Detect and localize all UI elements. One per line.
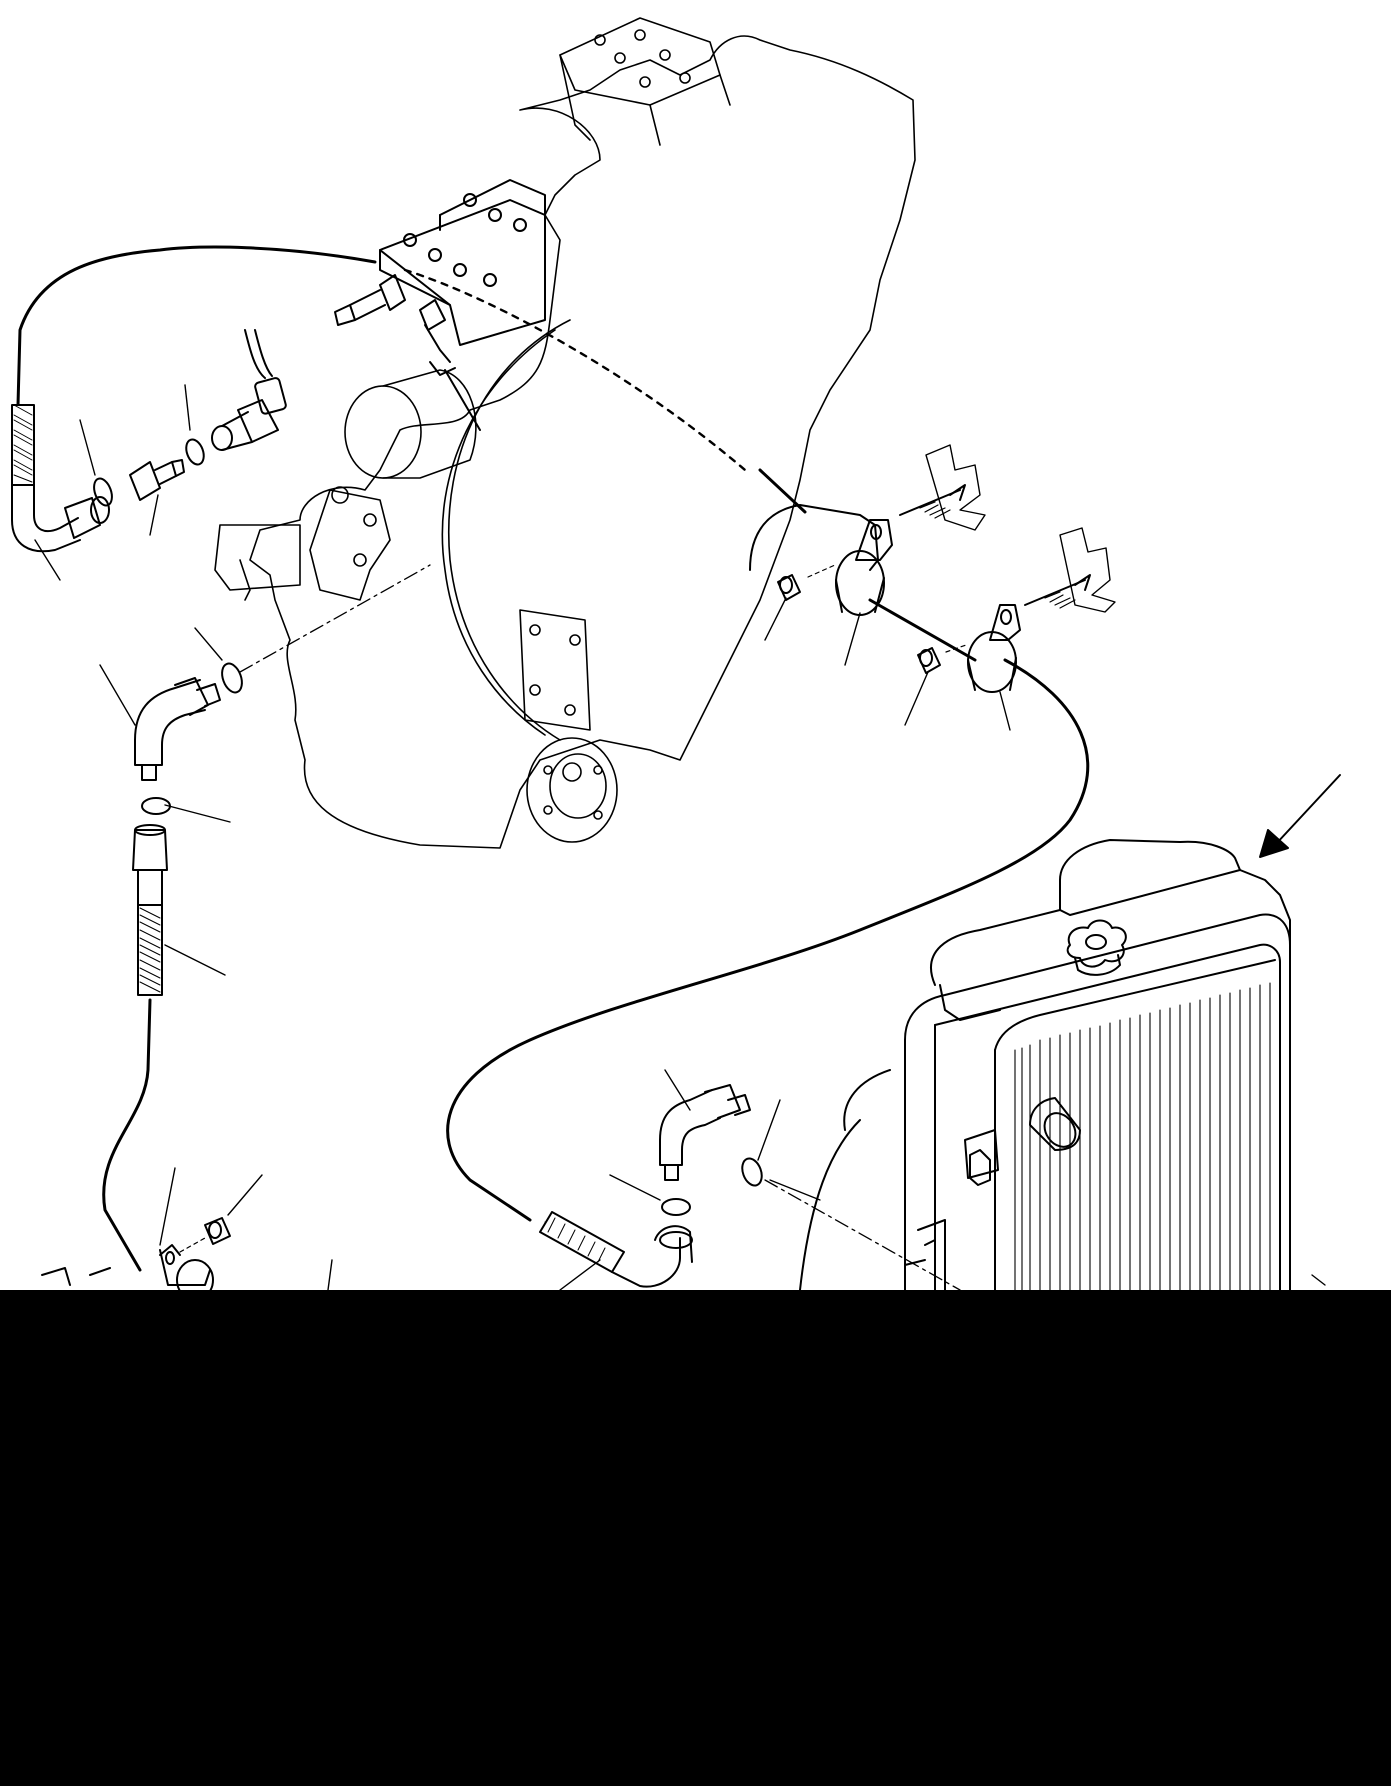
radiator-core-fins bbox=[1014, 982, 1271, 1290]
view-direction-arrow-icon bbox=[1259, 774, 1341, 858]
black-band bbox=[0, 1290, 1391, 1786]
adapter-nipples bbox=[129, 459, 185, 501]
radiator bbox=[799, 839, 1291, 1290]
hose-clamps-with-bolts bbox=[41, 444, 1116, 1290]
upper-hose-assembly bbox=[11, 245, 377, 553]
temperature-sender bbox=[211, 329, 287, 451]
o-rings bbox=[93, 438, 763, 1216]
part-leader-lines bbox=[34, 384, 1326, 1290]
sensor-block bbox=[334, 179, 546, 431]
hose-routing-dashed-line bbox=[403, 268, 747, 472]
engine-block bbox=[214, 17, 916, 849]
flywheel-flange bbox=[526, 737, 618, 843]
lower-hose-assembly bbox=[102, 658, 1090, 1288]
exploded-parts-diagram bbox=[11, 17, 1341, 1290]
alignment-line-short bbox=[769, 1179, 821, 1201]
radiator-cap-icon bbox=[1066, 919, 1127, 976]
engine-mounting-bracket bbox=[559, 17, 731, 146]
alignment-lines bbox=[239, 564, 961, 1290]
elbow-fittings bbox=[134, 677, 751, 1181]
